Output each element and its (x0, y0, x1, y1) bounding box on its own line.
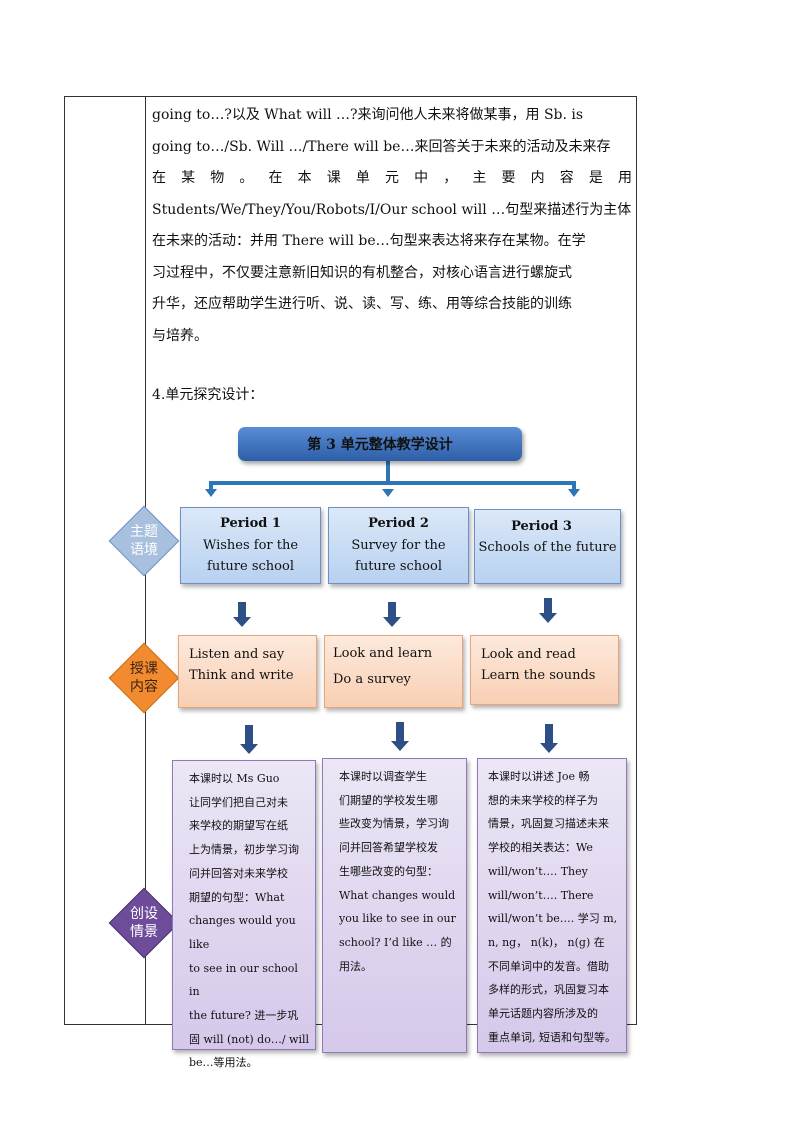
section-title: 4.单元探究设计： (152, 387, 264, 403)
period-subtitle: Schools of the future (478, 540, 617, 555)
down-arrow-icon (233, 602, 251, 627)
paragraph-line: 在未来的活动：并用 There will be…句型来表达将来存在某物。在学 (152, 233, 586, 249)
lesson-text: Listen and say Think and write (189, 647, 294, 683)
scenario-description-box: 本课时以调查学生 们期望的学校发生哪 些改变为情景，学习询 问并回答希望学校发 … (322, 758, 467, 1053)
lesson-text: Look and read Learn the sounds (481, 647, 596, 683)
scenario-description: 本课时以调查学生 们期望的学校发生哪 些改变为情景，学习询 问并回答希望学校发 … (339, 770, 456, 973)
paragraph-line: Students/We/They/You/Robots/I/Our school… (152, 201, 632, 218)
paragraph-line: 习过程中，不仅要注意新旧知识的有机整合，对核心语言进行螺旋式 (152, 264, 572, 281)
diamond-label: 主题 语境 (130, 524, 158, 558)
period-box: Period 1 Wishes for the future school (180, 507, 321, 584)
topic-context-diamond: 主题 语境 (108, 505, 180, 577)
down-arrows (233, 598, 558, 754)
period-subtitle: Wishes for the future school (202, 538, 299, 574)
period-title: Period 2 (368, 516, 429, 531)
period-box: Period 2 Survey for the future school (328, 507, 469, 584)
paragraph-line: 与培养。 (152, 327, 208, 344)
lesson-box: Look and learn Do a survey (324, 635, 463, 708)
down-arrow-icon (539, 598, 557, 623)
scenario-description: 本课时以讲述 Joe 畅 想的未来学校的样子为 情景，巩固复习描述未来 学校的相… (488, 770, 618, 1044)
top-connector (205, 461, 580, 497)
paragraph-line: 升华，还应帮助学生进行听、说、读、写、练、用等综合技能的训练 (152, 296, 572, 312)
down-arrow-icon (391, 722, 409, 751)
down-arrow-icon (383, 602, 401, 627)
scenario-description: 本课时以 Ms Guo 让同学们把自己对未 来学校的期望写在纸 上为情景，初步学… (189, 772, 310, 1070)
lesson-box: Listen and say Think and write (178, 635, 317, 708)
down-arrow-icon (240, 725, 258, 754)
period-title: Period 3 (511, 519, 572, 534)
lesson-content-diamond: 授课 内容 (108, 642, 180, 714)
lesson-text: Look and learn Do a survey (333, 646, 433, 687)
scenario-description-box: 本课时以讲述 Joe 畅 想的未来学校的样子为 情景，巩固复习描述未来 学校的相… (477, 758, 627, 1053)
lesson-box: Look and read Learn the sounds (470, 635, 619, 705)
scenario-description-box: 本课时以 Ms Guo 让同学们把自己对未 来学校的期望写在纸 上为情景，初步学… (172, 760, 316, 1069)
paragraph-line: 在 某 物 。 在 本 课 单 元 中 ， 主 要 内 容 是 用 (152, 170, 632, 186)
unit-description-paragraph: going to…?以及 What will …?来询问他人未来将做某事，用 S… (152, 100, 632, 352)
scenario-diamond: 创设 情景 (108, 887, 180, 959)
down-arrow-icon (540, 724, 558, 753)
diamond-label: 授课 内容 (130, 661, 158, 695)
paragraph-line: going to…/Sb. Will …/There will be…来回答关于… (152, 138, 611, 155)
period-box: Period 3 Schools of the future (474, 509, 621, 584)
paragraph-line: going to…?以及 What will …?来询问他人未来将做某事，用 S… (152, 107, 584, 123)
period-title: Period 1 (220, 516, 281, 531)
period-subtitle: Survey for the future school (351, 538, 446, 574)
diamond-label: 创设 情景 (130, 906, 158, 940)
unit-design-banner: 第 3 单元整体教学设计 (238, 427, 522, 461)
